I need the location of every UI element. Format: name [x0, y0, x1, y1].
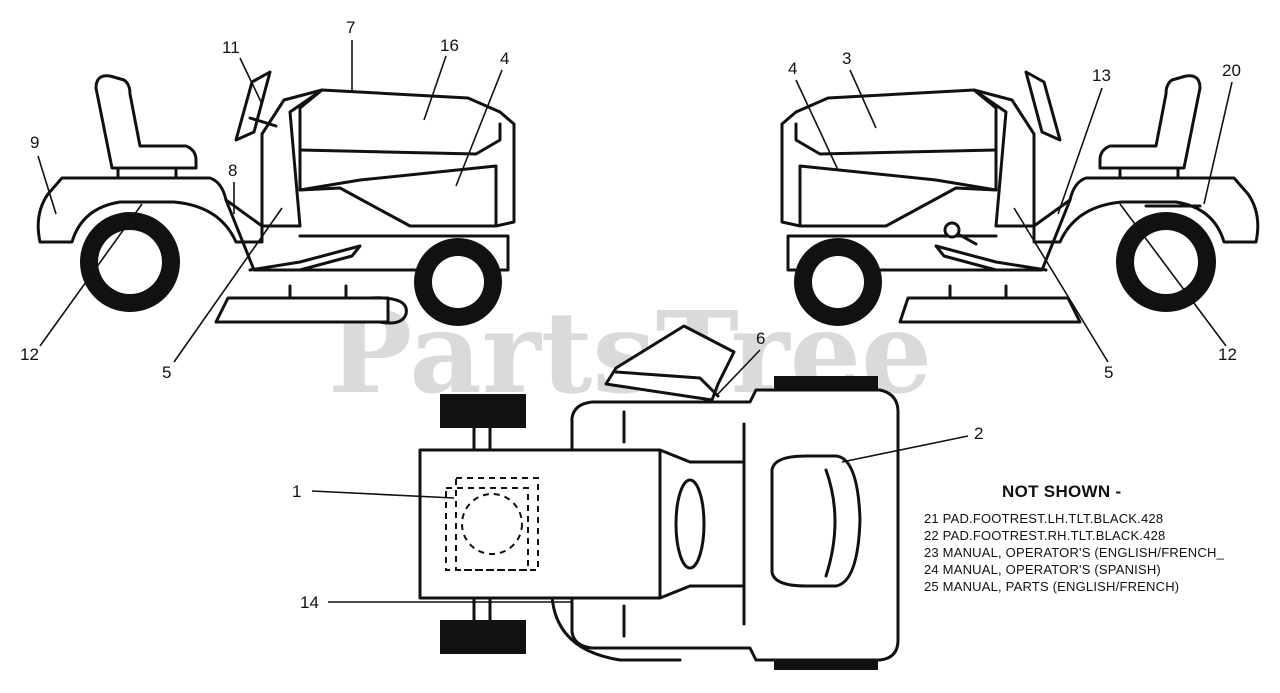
callout-2-top: 2: [974, 424, 983, 443]
tractor-right-view: [780, 70, 1260, 326]
right-view-callouts: 4 3 13 20 5 12: [788, 49, 1241, 382]
not-shown-list: NOT SHOWN - 21 PAD.FOOTREST.LH.TLT.BLACK…: [924, 482, 1264, 595]
callout-4-right: 4: [788, 59, 797, 78]
left-view-callouts: 11 7 16 4 9 8 12 5: [20, 18, 509, 382]
top-view-callouts: 6 2 1 14: [292, 329, 983, 612]
callout-6-top: 6: [756, 329, 765, 348]
not-shown-item: 24 MANUAL, OPERATOR'S (SPANISH): [924, 562, 1161, 577]
callout-9-left: 9: [30, 133, 39, 152]
not-shown-item: 25 MANUAL, PARTS (ENGLISH/FRENCH): [924, 579, 1180, 594]
not-shown-item: 23 MANUAL, OPERATOR'S (ENGLISH/FRENCH_: [924, 545, 1224, 560]
tractor-left-view: [36, 70, 516, 326]
callout-1-top: 1: [292, 482, 301, 501]
tractor-top-view: [418, 324, 900, 670]
not-shown-heading: NOT SHOWN -: [1002, 482, 1122, 501]
not-shown-item: 22 PAD.FOOTREST.RH.TLT.BLACK.428: [924, 528, 1166, 543]
callout-13-right: 13: [1092, 66, 1111, 85]
not-shown-item: 21 PAD.FOOTREST.LH.TLT.BLACK.428: [924, 511, 1164, 526]
callout-7-left: 7: [346, 18, 355, 37]
callout-5-left: 5: [162, 363, 171, 382]
callout-5-right: 5: [1104, 363, 1113, 382]
callout-3-right: 3: [842, 49, 851, 68]
callout-12-left: 12: [20, 345, 39, 364]
callout-20-right: 20: [1222, 61, 1241, 80]
callout-4-left: 4: [500, 49, 509, 68]
callout-12-right: 12: [1218, 345, 1237, 364]
callout-8-left: 8: [228, 161, 237, 180]
callout-11-left: 11: [222, 38, 240, 57]
callout-16-left: 16: [440, 36, 459, 55]
callout-14-top: 14: [300, 593, 319, 612]
